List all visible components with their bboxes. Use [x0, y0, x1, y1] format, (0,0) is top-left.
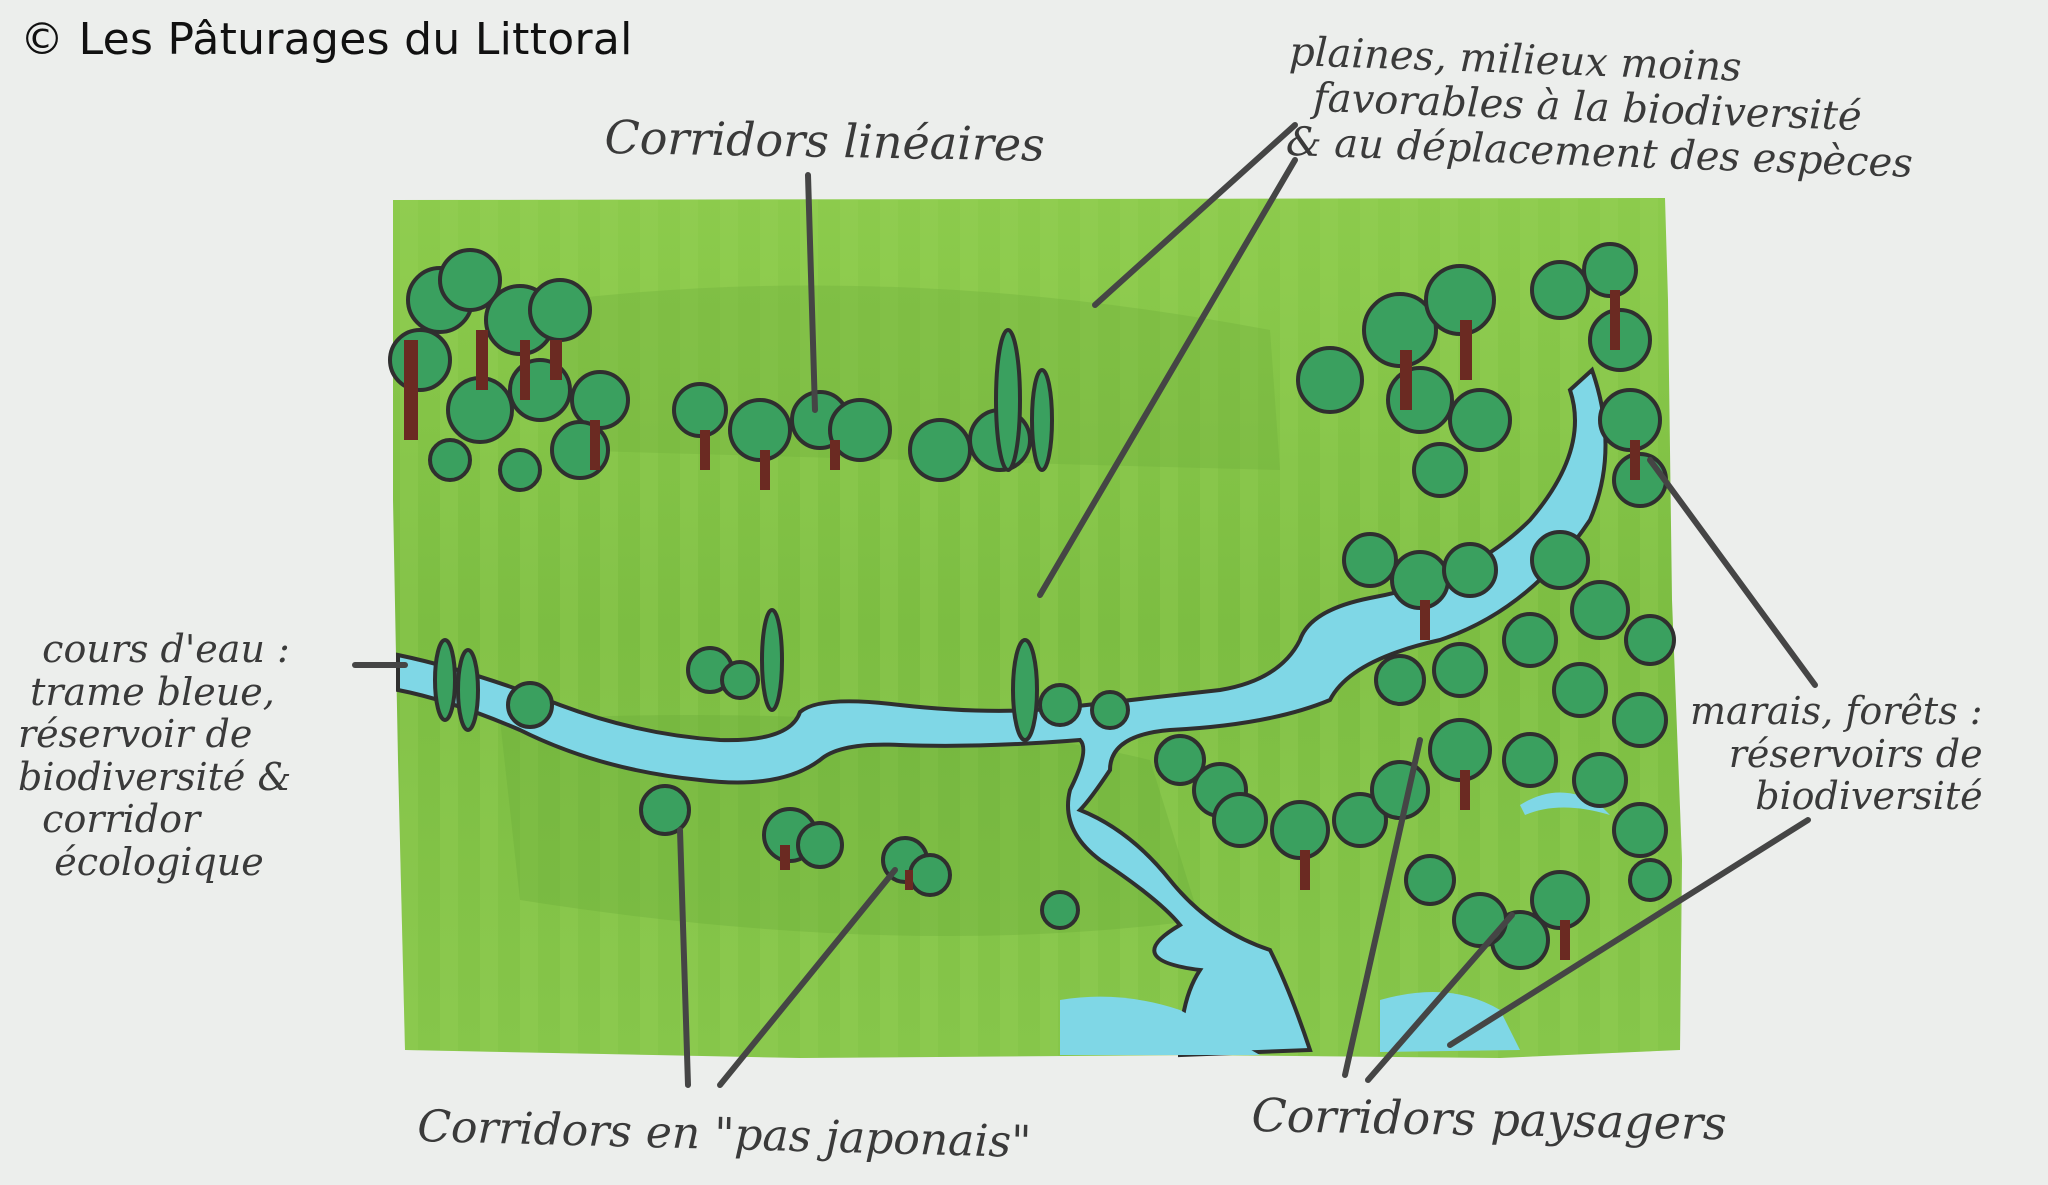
label-linear-corridors: Corridors linéaires: [604, 110, 1046, 172]
label-marsh-forests: marais, forêts : réservoirs de biodivers…: [1690, 689, 1983, 819]
forest-top-left: [388, 248, 1032, 492]
label-watercourses: cours d'eau : trame bleue, réservoir de …: [18, 627, 292, 884]
copyright-notice: © Les Pâturages du Littoral: [20, 14, 633, 65]
tall-poplars: [433, 328, 1054, 742]
leader-lines: [352, 122, 1818, 1088]
label-plains: plaines, milieux moins favorables à la b…: [1285, 29, 1914, 187]
forest-right: [1154, 242, 1676, 970]
label-landscape-corridors: Corridors paysagers: [1251, 1088, 1728, 1151]
